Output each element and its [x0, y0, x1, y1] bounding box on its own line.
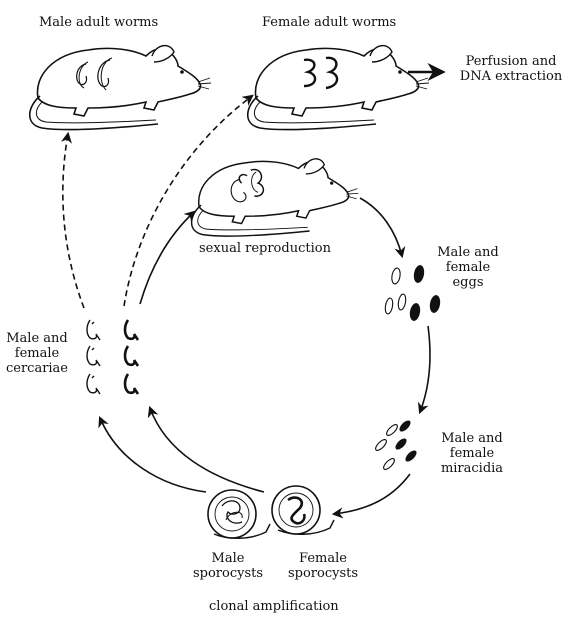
cercariae-label-line1: Male and: [6, 331, 68, 346]
sexual-reproduction-label: sexual reproduction: [199, 241, 331, 256]
cercariae-label-line2: female: [14, 346, 60, 361]
cercariae-label-line3: cercariae: [5, 361, 69, 376]
eggs-label-line2: female: [445, 260, 491, 275]
eggs-group: [384, 265, 441, 321]
female-cercaria-icon: [123, 319, 140, 341]
miracidia-to-snails-arrow: [331, 473, 411, 519]
perfusion-label-line2: DNA extraction: [459, 69, 563, 84]
perfusion-label-line1: Perfusion and: [465, 54, 557, 69]
mouse-to-eggs-arrow: [359, 197, 406, 259]
female-egg-icon: [413, 265, 425, 283]
female-snail-to-cercariae-arrow: [147, 405, 265, 493]
eggs-label-line3: eggs: [452, 275, 484, 290]
female-sporocysts-label-line1: Female: [299, 551, 347, 566]
eggs-to-miracidia-arrow: [417, 325, 431, 415]
male-snail-icon: [207, 489, 271, 539]
male-miracidium-icon: [383, 458, 395, 470]
female-adult-worms-label: Female adult worms: [262, 15, 397, 30]
male-sporocysts-label-line1: Male: [211, 551, 245, 566]
female-host-mouse-icon: [246, 44, 430, 131]
male-cercariae-group: [86, 319, 101, 395]
male-cercaria-icon: [86, 373, 101, 395]
mated-host-mouse-icon: [190, 158, 360, 237]
female-cercariae-group: [123, 319, 140, 395]
female-miracidium-icon: [405, 450, 417, 462]
male-worm-icon: [97, 59, 111, 88]
female-worm-icon: [303, 58, 317, 88]
female-egg-icon: [409, 303, 421, 321]
male-egg-icon: [384, 297, 394, 315]
cercariae-to-male-mouse-arrow: [60, 131, 85, 309]
clonal-amplification-label: clonal amplification: [209, 599, 339, 614]
male-cercaria-icon: [86, 319, 101, 341]
female-egg-icon: [429, 295, 441, 313]
cercariae-to-female-mouse-arrow: [123, 94, 254, 307]
miracidia-label-line1: Male and: [441, 431, 503, 446]
miracidia-group: [375, 420, 417, 470]
male-egg-icon: [397, 293, 407, 311]
miracidia-label-line3: miracidia: [440, 461, 504, 476]
female-miracidium-icon: [399, 420, 411, 432]
male-sporocysts-label-line2: sporocysts: [192, 566, 264, 581]
male-miracidium-icon: [375, 439, 387, 451]
male-adult-worms-label: Male adult worms: [39, 15, 159, 30]
male-egg-icon: [391, 267, 401, 285]
male-host-mouse-icon: [28, 44, 212, 131]
female-cercaria-icon: [123, 373, 140, 395]
miracidia-label-line2: female: [449, 446, 495, 461]
male-miracidium-icon: [386, 424, 398, 436]
female-snail-icon: [271, 485, 335, 535]
male-cercaria-icon: [86, 345, 101, 367]
cercariae-to-mating-mouse-arrow: [139, 210, 196, 305]
female-worm-icon: [325, 56, 339, 90]
female-cercaria-icon: [123, 345, 140, 367]
female-sporocysts-label-line2: sporocysts: [287, 566, 359, 581]
eggs-label-line1: Male and: [437, 245, 499, 260]
female-miracidium-icon: [395, 438, 407, 450]
male-snail-to-cercariae-arrow: [98, 415, 207, 493]
